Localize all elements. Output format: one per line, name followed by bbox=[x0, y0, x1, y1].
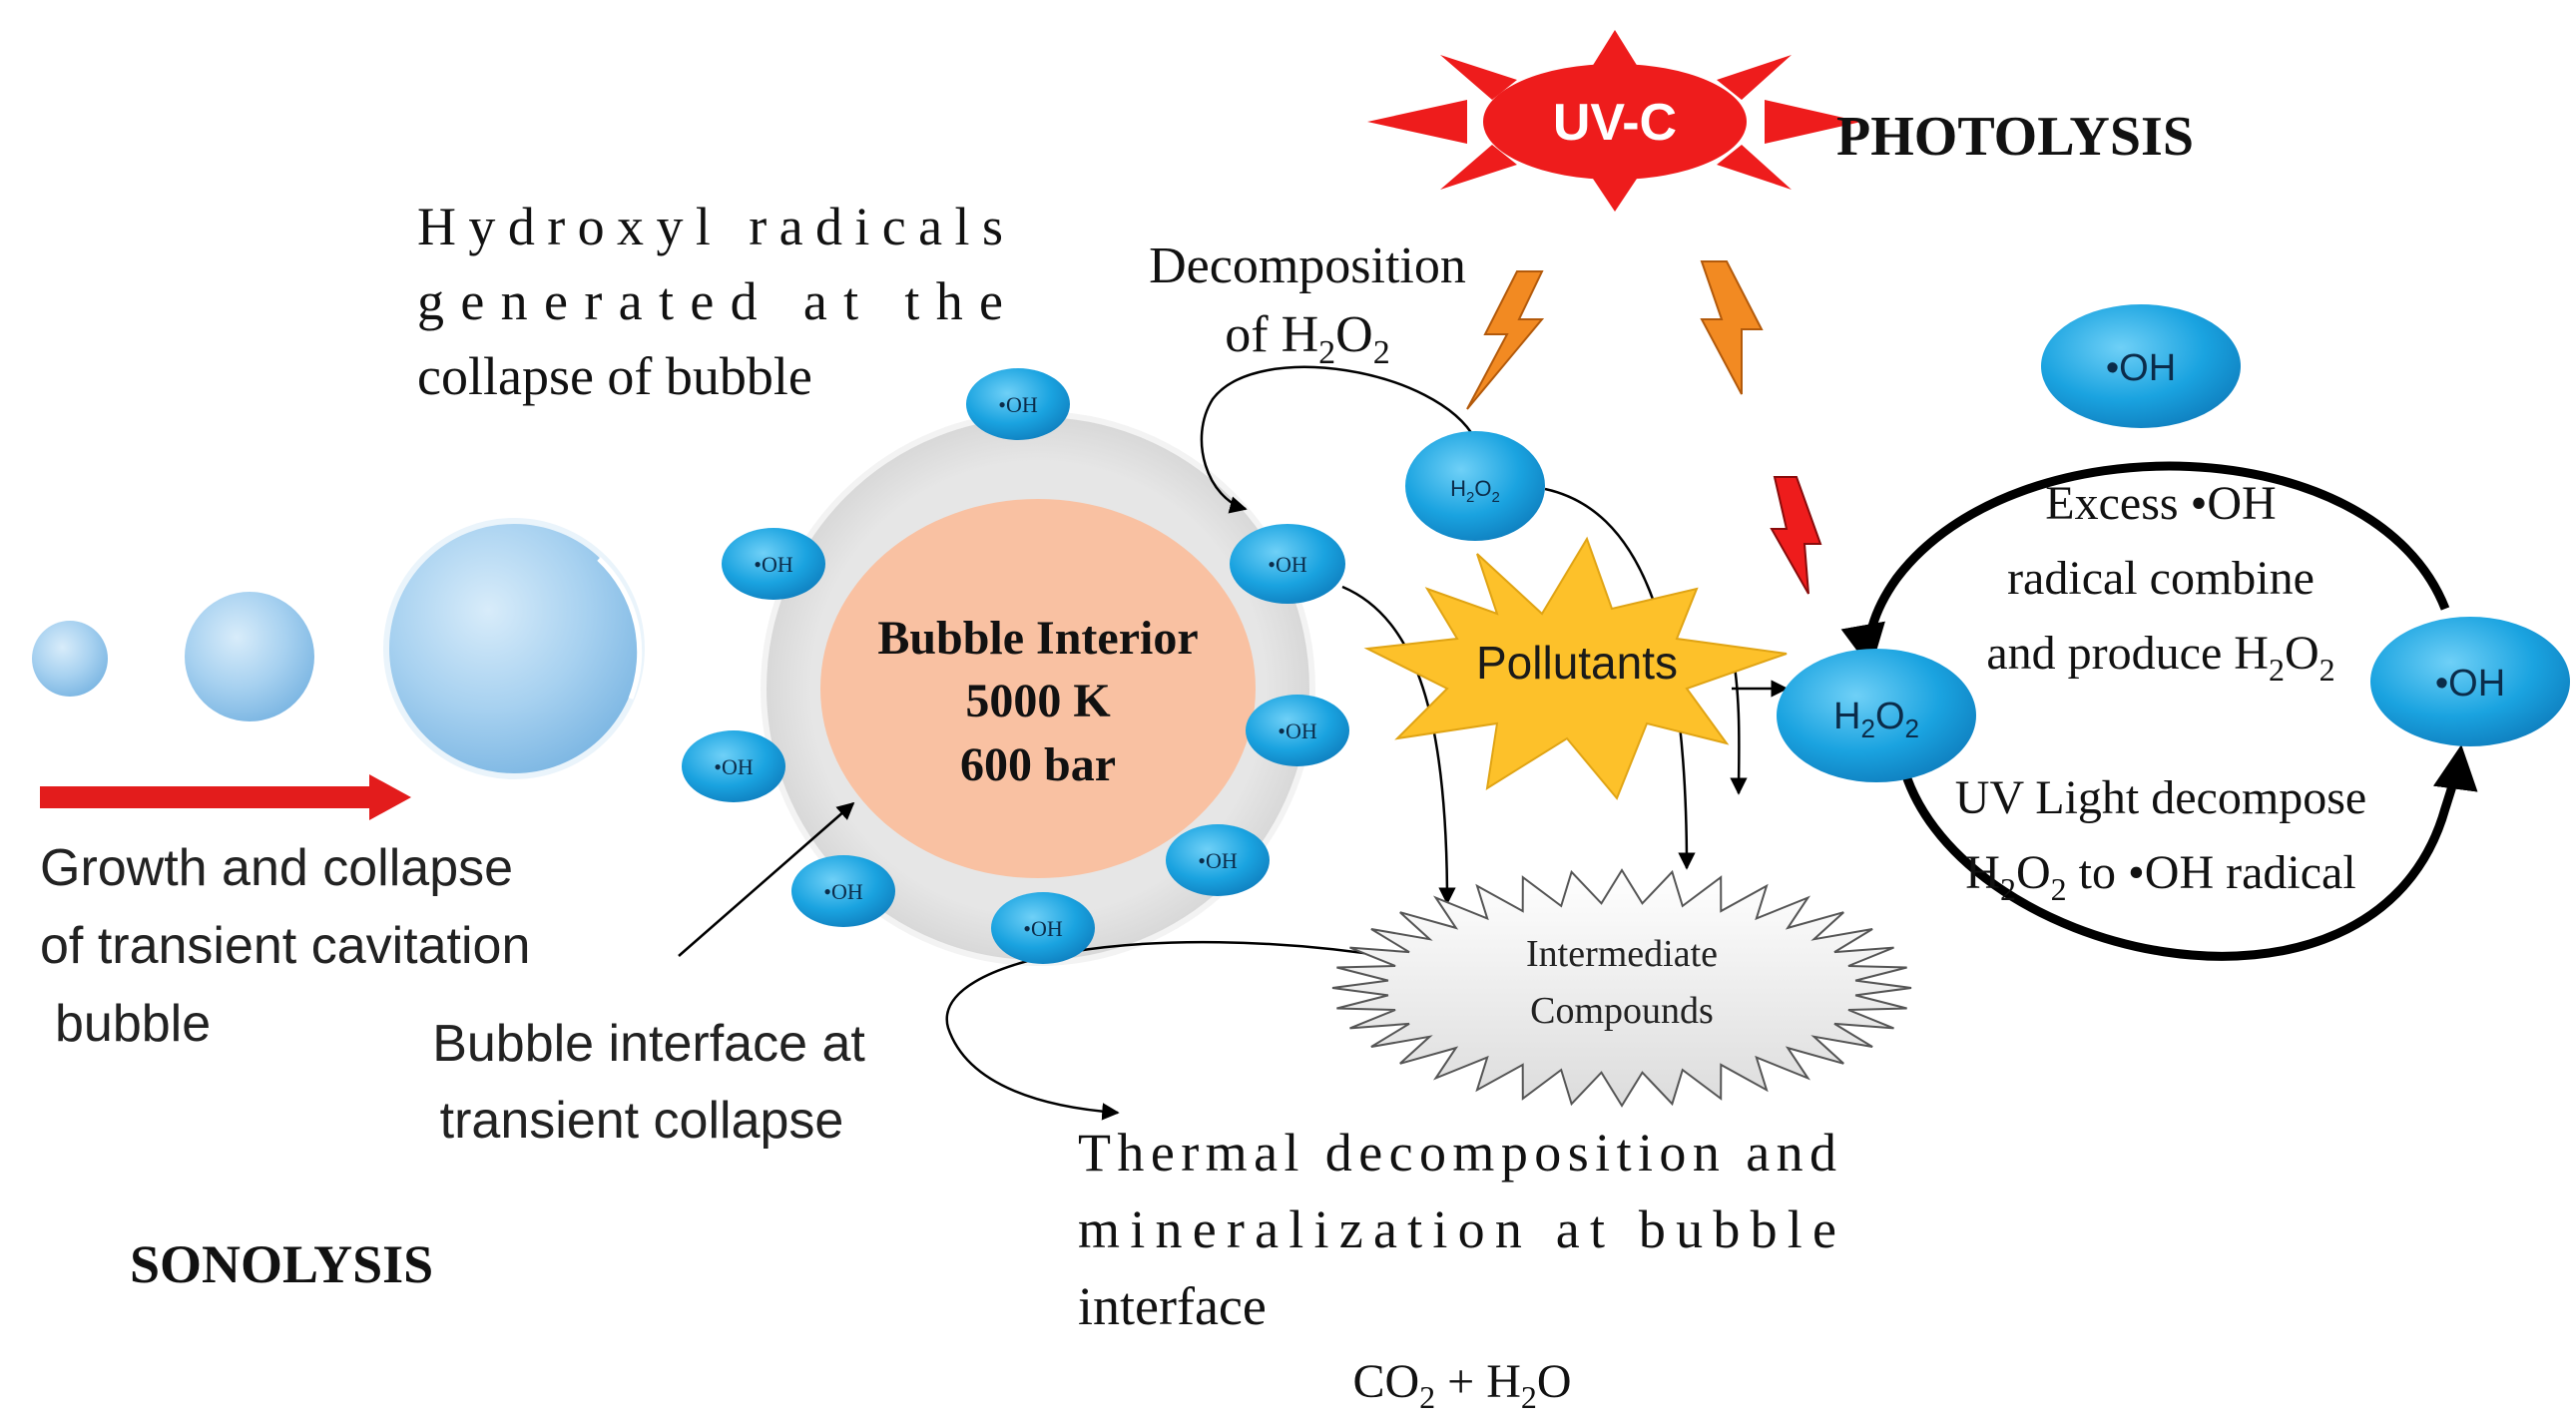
photolysis-title: PHOTOLYSIS bbox=[1836, 106, 2194, 168]
growth-line1: Growth and collapse bbox=[40, 839, 513, 897]
bubble-medium bbox=[185, 592, 314, 721]
interior-pressure: 600 bar bbox=[960, 738, 1116, 791]
cycle-bottom-line1: UV Light decompose bbox=[1955, 771, 2366, 824]
oh-label: •OH bbox=[754, 552, 793, 577]
oh-label: •OH bbox=[714, 754, 754, 779]
bolt-3 bbox=[1770, 476, 1822, 595]
cycle-bottom-line2: H2O2 to •OH radical bbox=[1965, 846, 2355, 907]
photolysis-cycle: •OH •OH H2O2 Excess •OH radical combine … bbox=[1777, 304, 2570, 961]
intermediate-label-line2: Compounds bbox=[1530, 990, 1714, 1032]
oh-radical-5: •OH bbox=[682, 730, 785, 802]
oh-label: •OH bbox=[823, 879, 863, 904]
oh-label: •OH bbox=[1268, 552, 1307, 577]
decomposition-line2: of H2O2 bbox=[1225, 306, 1389, 371]
thermal-line1: Thermal decomposition and bbox=[1078, 1123, 1836, 1183]
cycle-top-line2: radical combine bbox=[2007, 552, 2315, 605]
intermediate-compounds-burst: Intermediate Compounds bbox=[1331, 868, 1912, 1108]
thermal-line3: interface bbox=[1078, 1276, 1267, 1336]
hydroxyl-line1: Hydroxyl radicals bbox=[417, 197, 1003, 256]
oh-label: •OH bbox=[1023, 916, 1063, 941]
flow-arrows bbox=[678, 365, 1789, 1121]
cycle-top-line1: Excess •OH bbox=[2045, 477, 2276, 530]
hydroxyl-line2: generated at the bbox=[417, 271, 1003, 331]
growth-caption: Growth and collapse of transient cavitat… bbox=[40, 839, 530, 1053]
bubble-interior-caption: Bubble Interior 5000 K 600 bar bbox=[877, 612, 1198, 791]
cycle-top-line3: and produce H2O2 bbox=[1986, 627, 2334, 688]
hydroxyl-line3: collapse of bubble bbox=[417, 346, 812, 406]
growth-arrow bbox=[40, 774, 411, 820]
oh-label: •OH bbox=[1278, 718, 1317, 743]
oh-radical-2: •OH bbox=[722, 528, 825, 600]
bolt-1 bbox=[1466, 270, 1545, 410]
growth-line3: bubble bbox=[55, 995, 211, 1053]
oh-radical-6: •OH bbox=[1166, 824, 1270, 896]
thermal-line2: mineralization at bubble bbox=[1078, 1199, 1836, 1259]
bolt-2 bbox=[1700, 260, 1764, 395]
hydroxyl-caption: Hydroxyl radicals generated at the colla… bbox=[417, 197, 1003, 406]
oh-label: •OH bbox=[998, 392, 1038, 417]
oh-label: •OH bbox=[1198, 848, 1238, 873]
oh-radical-1: •OH bbox=[966, 368, 1070, 440]
interior-temperature: 5000 K bbox=[965, 675, 1110, 727]
oh-right-label: •OH bbox=[2435, 663, 2505, 705]
oh-radical-7: •OH bbox=[791, 855, 895, 927]
oh-radical-3: •OH bbox=[1230, 524, 1345, 604]
interface-line2: transient collapse bbox=[440, 1092, 844, 1150]
bubble-interior bbox=[820, 499, 1256, 878]
decomposition-line1: Decomposition bbox=[1149, 238, 1466, 294]
interface-line1: Bubble interface at bbox=[432, 1015, 865, 1073]
products-label: CO2 + H2O bbox=[1352, 1355, 1571, 1415]
collapsing-bubble bbox=[761, 411, 1315, 966]
oh-top-label: •OH bbox=[2106, 347, 2176, 389]
bubble-small bbox=[32, 621, 108, 697]
h2o2-molecule-small: H2O2 bbox=[1405, 431, 1545, 541]
uv-c-label: UV-C bbox=[1553, 94, 1677, 152]
h2o2-small-label: H2O2 bbox=[1450, 476, 1500, 506]
oh-radical-top: •OH bbox=[2041, 304, 2241, 428]
growth-line2: of transient cavitation bbox=[40, 917, 530, 975]
pollutants-burst: Pollutants bbox=[1363, 536, 1788, 800]
decomposition-caption: Decomposition of H2O2 bbox=[1149, 238, 1466, 371]
pollutants-label: Pollutants bbox=[1476, 637, 1678, 689]
h2o2-molecule-large: H2O2 bbox=[1777, 649, 1976, 782]
oh-radical-4: •OH bbox=[1246, 695, 1349, 766]
h2o2-large-label: H2O2 bbox=[1833, 696, 1919, 743]
thermal-caption: Thermal decomposition and mineralization… bbox=[1078, 1123, 1836, 1336]
intermediate-label-line1: Intermediate bbox=[1526, 933, 1718, 975]
lightning-bolts bbox=[1466, 260, 1822, 595]
cavitation-bubbles bbox=[32, 518, 645, 779]
oh-radical-right: •OH bbox=[2370, 617, 2570, 746]
interior-title: Bubble Interior bbox=[877, 612, 1198, 665]
sonolysis-title: SONOLYSIS bbox=[130, 1234, 433, 1294]
interface-caption: Bubble interface at transient collapse bbox=[432, 1015, 865, 1150]
radicals-around-bubble: •OH •OH •OH •OH •OH •OH •OH •OH bbox=[682, 368, 1349, 964]
bubble-large bbox=[383, 518, 645, 779]
uv-c-sun: UV-C bbox=[1367, 30, 1861, 212]
oh-radical-8: •OH bbox=[991, 892, 1095, 964]
